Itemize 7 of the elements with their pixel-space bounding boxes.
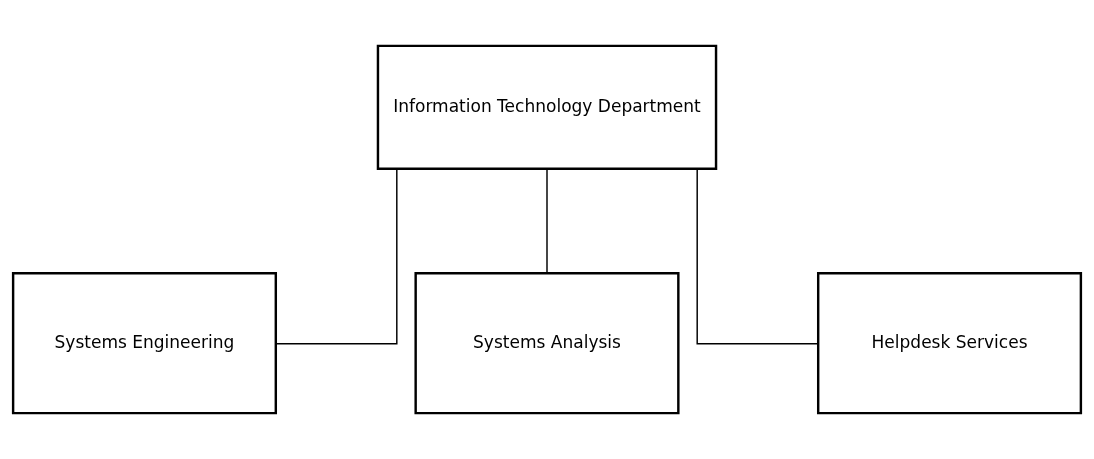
connector [546, 168, 548, 274]
connector [275, 168, 398, 345]
node-box: Systems Analysis [414, 272, 680, 415]
connector [696, 168, 819, 345]
node-box: Systems Engineering [11, 272, 277, 415]
node-box: Helpdesk Services [817, 272, 1083, 415]
node-box: Information Technology Department [376, 44, 718, 170]
